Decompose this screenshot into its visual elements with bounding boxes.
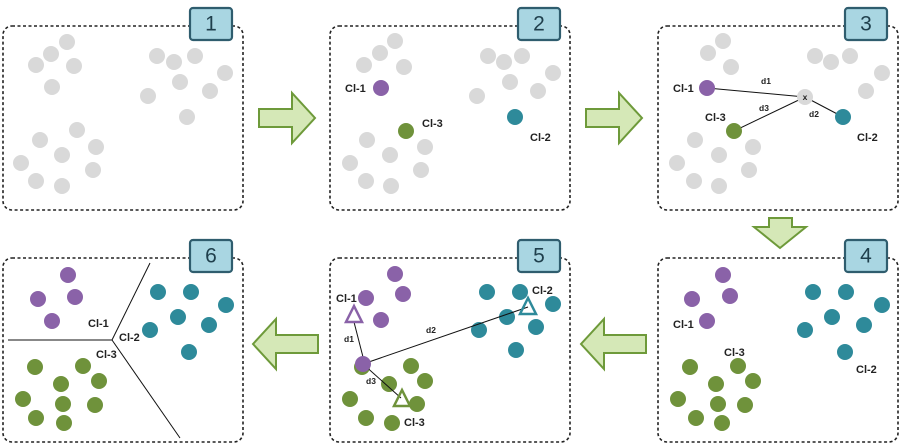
cluster-1-label: Cl-1 — [345, 83, 366, 95]
panel-3-points — [669, 33, 890, 194]
panel-4-badge: 4 — [843, 238, 889, 274]
cluster-1-centroid — [699, 80, 715, 96]
distance-label-d1: d1 — [344, 334, 354, 344]
cluster-1-label: Cl-1 — [88, 318, 109, 330]
panel-4-cluster-3-points — [670, 358, 761, 431]
panel-3-frame — [657, 25, 899, 211]
cluster-3-label: Cl-3 — [404, 417, 425, 429]
panel-6-number: 6 — [205, 245, 217, 268]
panel-5-badge: 5 — [516, 238, 562, 274]
arrow-2-to-3 — [585, 90, 644, 146]
panel-5-cluster-1-points — [358, 266, 411, 328]
distance-line-d3 — [733, 96, 806, 132]
panel-4-number: 4 — [860, 245, 872, 268]
arrow-4-to-5 — [579, 316, 647, 372]
panel-2-frame — [329, 25, 571, 211]
cluster-1-label: Cl-1 — [673, 83, 694, 95]
panel-2-points — [342, 33, 561, 194]
cluster-2-label: Cl-2 — [532, 285, 553, 297]
panel-6-badge: 6 — [188, 238, 234, 274]
cluster-2-new-centroid — [517, 295, 539, 316]
cluster-1-centroid — [373, 80, 389, 96]
panel-6-cluster-1-points — [30, 267, 83, 329]
panel-2-badge: 2 — [516, 6, 562, 42]
panel-2: Cl-1 Cl-3 Cl-2 2 — [329, 6, 571, 211]
panel-1: 1 — [2, 6, 244, 211]
arrow-1-to-2 — [258, 90, 317, 146]
panel-1-frame — [2, 25, 244, 211]
distance-label-d3: d3 — [759, 103, 769, 113]
cluster-3-label: Cl-3 — [96, 349, 117, 361]
panel-5: Cl-1 Cl-2 Cl-3 d1 d2 d3 5 — [329, 238, 571, 443]
panel-4-cluster-2-points — [797, 284, 890, 360]
panel-4-cluster-1-points — [684, 267, 738, 329]
panel-5-cluster-2-points — [471, 284, 561, 358]
cluster-3-new-centroid — [391, 387, 413, 408]
panel-3: x Cl-1 Cl-3 Cl-2 d1 d2 d3 3 — [657, 6, 899, 211]
distance-line-d1 — [353, 321, 364, 358]
distance-line-d2 — [362, 306, 529, 365]
panel-2-number: 2 — [533, 13, 545, 36]
distance-label-d2: d2 — [426, 325, 436, 335]
distance-label-d1: d1 — [761, 76, 771, 86]
cluster-3-label: Cl-3 — [422, 118, 443, 130]
cluster-1-new-centroid — [343, 303, 365, 324]
cluster-3-centroid — [398, 123, 414, 139]
cluster-2-label: Cl-2 — [856, 364, 877, 376]
sample-point-mark: x — [803, 92, 808, 102]
panel-6-cluster-2-points — [142, 284, 234, 360]
cluster-1-label: Cl-1 — [336, 293, 357, 305]
panel-3-badge: 3 — [843, 6, 889, 42]
cluster-2-label: Cl-2 — [857, 132, 878, 144]
panel-5-frame — [329, 257, 571, 443]
panel-1-points — [13, 34, 233, 194]
boundary-bottom — [111, 339, 181, 439]
distance-label-d2: d2 — [809, 109, 819, 119]
cluster-2-label: Cl-2 — [530, 132, 551, 144]
cluster-2-centroid — [507, 109, 523, 125]
distance-label-d3: d3 — [366, 376, 376, 386]
cluster-3-label: Cl-3 — [705, 112, 726, 124]
panel-1-badge: 1 — [188, 6, 234, 42]
arrow-5-to-6 — [251, 316, 319, 372]
cluster-2-centroid — [835, 109, 851, 125]
cluster-3-centroid — [726, 123, 742, 139]
panel-5-number: 5 — [533, 245, 545, 268]
arrow-3-to-4 — [751, 217, 809, 250]
sample-point — [355, 356, 371, 372]
distance-line-d3 — [362, 363, 402, 399]
panel-4: Cl-1 Cl-3 Cl-2 4 — [657, 238, 899, 443]
cluster-2-label: Cl-2 — [119, 332, 140, 344]
panel-6-cluster-3-points — [15, 358, 107, 431]
panel-3-number: 3 — [860, 13, 872, 36]
panel-6: Cl-1 Cl-2 Cl-3 6 — [2, 238, 244, 443]
cluster-3-label: Cl-3 — [724, 347, 745, 359]
cluster-1-label: Cl-1 — [673, 319, 694, 331]
sample-point — [797, 89, 813, 105]
panel-1-number: 1 — [205, 13, 217, 36]
boundary-top — [111, 262, 151, 341]
distance-line-d1 — [706, 87, 806, 98]
